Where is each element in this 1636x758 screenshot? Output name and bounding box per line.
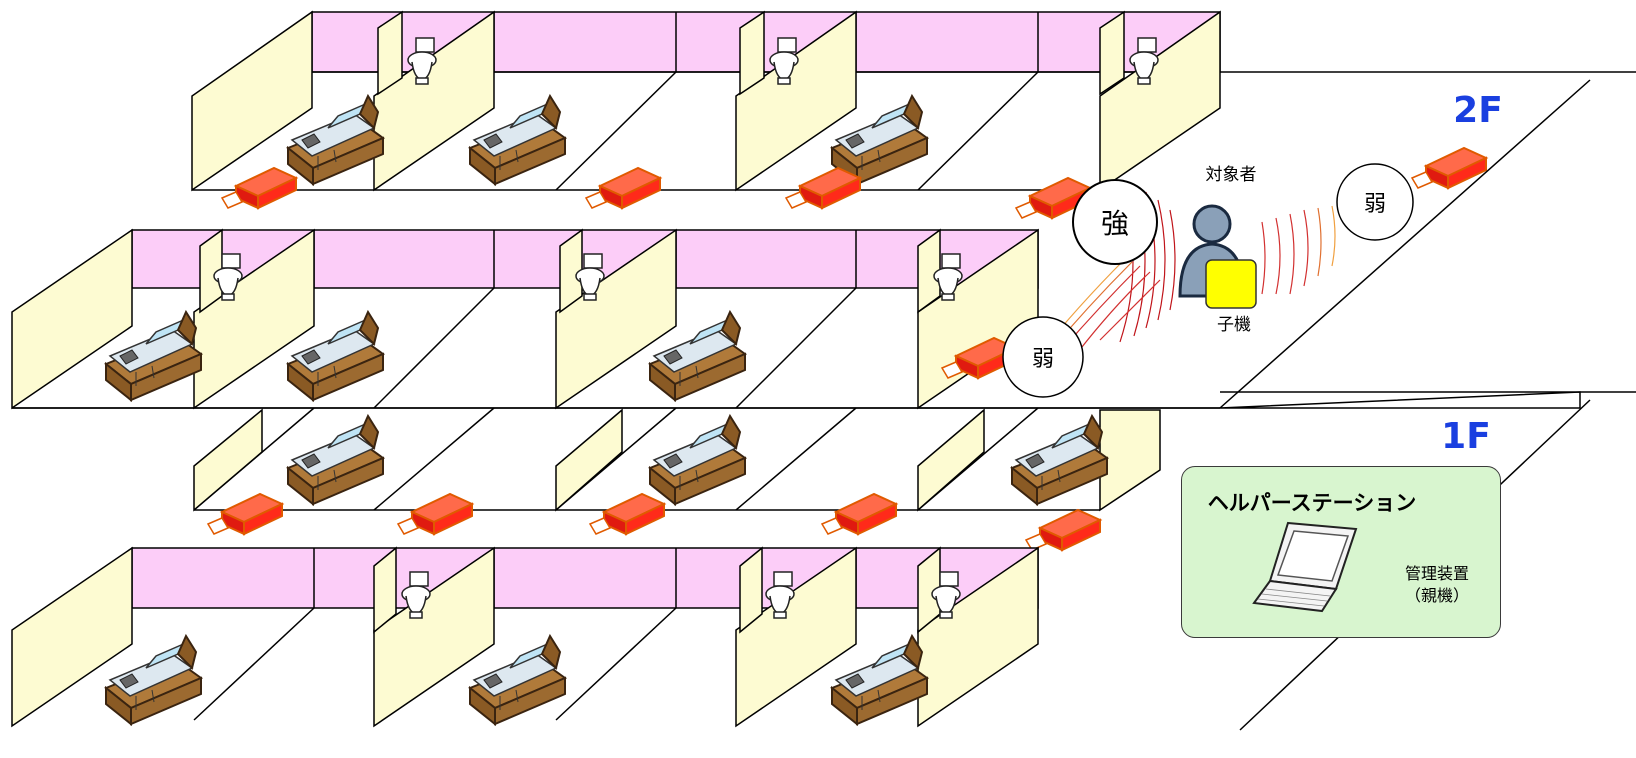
beacon-icon	[221, 167, 297, 209]
bed-icon	[287, 415, 384, 505]
floor-1f: 1F	[11, 391, 1636, 731]
beacon-icon	[785, 167, 861, 209]
floor-2f-front-rooms	[11, 228, 1039, 410]
beacon-icon	[397, 493, 473, 535]
strong-signal-marker: 強	[1072, 179, 1158, 265]
weak-signal-marker-left: 弱	[1002, 316, 1084, 398]
floor-label-1f: 1F	[1441, 416, 1491, 457]
beacon-icon	[1025, 509, 1101, 551]
management-device-label: 管理装置 （親機）	[1382, 563, 1492, 607]
target-person-label: 対象者	[1206, 165, 1257, 185]
weak-signal-label-left: 弱	[1032, 347, 1054, 372]
floor-label-2f: 2F	[1453, 90, 1503, 131]
floor-2f: 2F	[11, 10, 1636, 410]
handset-icon	[1205, 259, 1257, 309]
helper-station-title: ヘルパーステーション	[1207, 491, 1417, 515]
bed-icon	[1011, 415, 1108, 505]
bed-icon	[649, 415, 746, 505]
beacon-icon	[207, 493, 283, 535]
beacon-icon	[589, 493, 665, 535]
weak-signal-marker-right: 弱	[1336, 163, 1414, 241]
strong-signal-label: 強	[1101, 207, 1129, 240]
laptop-icon	[1252, 521, 1358, 613]
person-icon	[1178, 204, 1246, 298]
handset-label: 子機	[1217, 315, 1251, 335]
management-device-line1: 管理装置	[1404, 564, 1469, 583]
management-device-line2: （親機）	[1404, 586, 1469, 605]
beacon-icon	[585, 167, 661, 209]
right-signal-waves	[1261, 205, 1336, 295]
weak-signal-label-right: 弱	[1364, 192, 1386, 217]
floor-2f-back-rooms	[191, 10, 1221, 192]
beacon-icon	[821, 493, 897, 535]
helper-station-panel: ヘルパーステーション 管理装置 （親機）	[1181, 466, 1501, 638]
